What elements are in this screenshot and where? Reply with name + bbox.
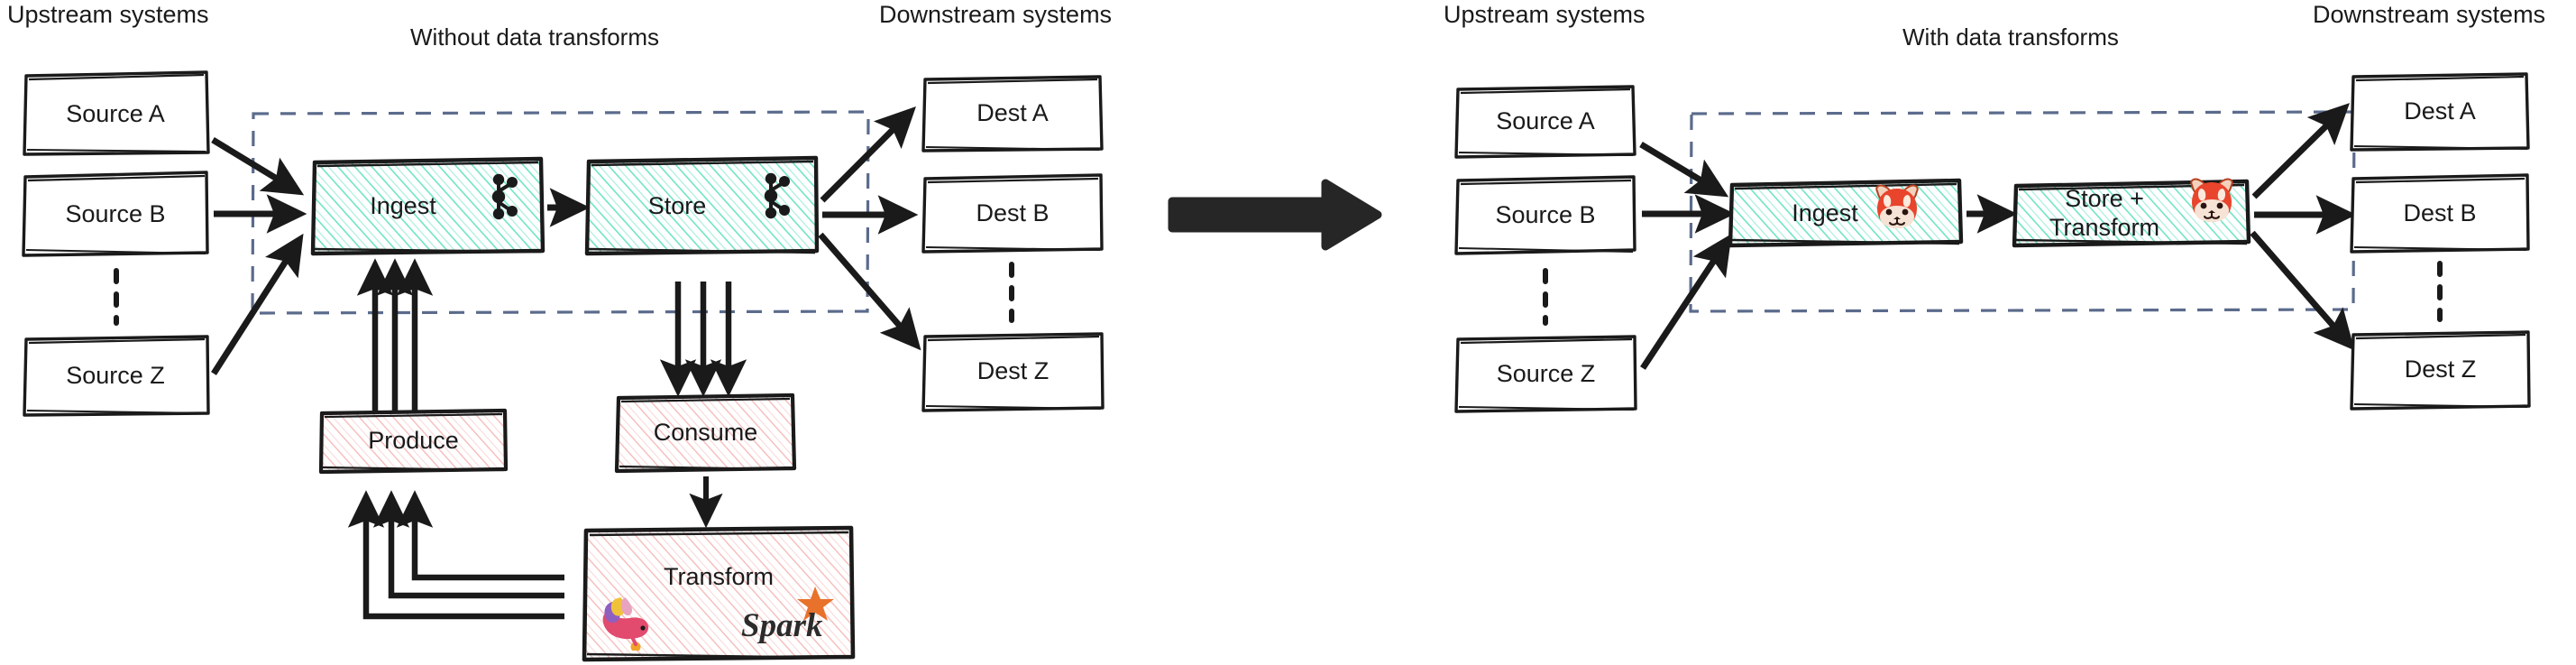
ingest-box-right (1728, 178, 1964, 248)
arrow-source-a-to-ingest-right (1639, 141, 1729, 198)
right-panel-title: With data transforms (1902, 23, 2119, 51)
upstream-systems-heading-left: Upstream systems (7, 1, 209, 28)
arrow-store-to-dest-a-left (820, 106, 916, 203)
produce-box-left (318, 408, 509, 475)
dest-box-b-right (2350, 173, 2530, 254)
consume-box-left (614, 393, 797, 474)
source-box-z-right (1454, 335, 1637, 413)
dest-box-z-left (921, 332, 1105, 412)
left-panel-title: Without data transforms (410, 23, 659, 51)
platform-boundary-right (1689, 110, 2356, 313)
arrows-transform-to-produce-left (347, 490, 564, 620)
arrows-produce-to-ingest-left (356, 258, 434, 411)
arrow-store-to-dest-z-right (2250, 230, 2355, 351)
dest-box-z-right (2350, 330, 2531, 411)
big-right-arrow-icon (1168, 179, 1382, 251)
downstream-systems-heading-right: Downstream systems (2313, 1, 2546, 28)
store-box-left (584, 155, 820, 256)
arrows-store-to-consume-left (659, 282, 747, 397)
downstream-systems-heading-left: Downstream systems (879, 1, 1113, 28)
source-box-z-left (23, 335, 210, 417)
platform-boundary-left (251, 110, 870, 315)
ingest-box-left (310, 156, 545, 256)
source-box-b-right (1454, 175, 1636, 255)
store-transform-box-right (2012, 179, 2251, 248)
arrow-source-a-to-ingest-left (211, 137, 305, 196)
dest-box-a-right (2350, 72, 2530, 152)
arrow-store-to-dest-z-left (818, 232, 921, 351)
arrow-source-z-to-ingest-right (1640, 233, 1732, 370)
source-box-a-right (1454, 85, 1636, 159)
transform-box-left (582, 525, 856, 662)
arrow-store-to-dest-a-right (2251, 103, 2350, 199)
dest-box-b-left (921, 173, 1104, 254)
upstream-systems-heading-right: Upstream systems (1444, 1, 1646, 28)
arrow-source-z-to-ingest-left (211, 233, 304, 375)
source-box-b-left (22, 171, 209, 257)
source-box-a-left (23, 70, 210, 156)
dest-box-a-left (921, 75, 1104, 152)
